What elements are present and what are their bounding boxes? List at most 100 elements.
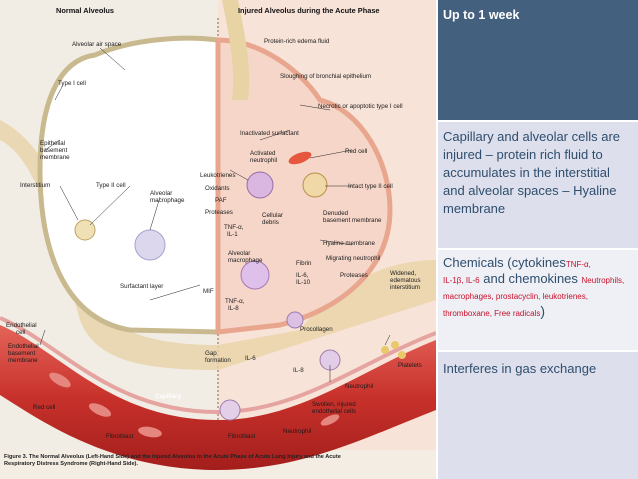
label-il6-il10-2: IL-10 [296,279,311,286]
alveolar-macrophage [134,229,166,261]
chemicals-cell: Chemicals (cytokinesTNF-α, IL-1β, IL-6 a… [438,250,638,350]
label-il6-il10-1: IL-6, [296,272,309,279]
chemicals-lead: Chemicals (cytokines [443,255,566,270]
description-cell: Capillary and alveolar cells are injured… [438,122,638,248]
capillary-wall [0,316,436,415]
cytokines-b: IL-1β, IL-6 [443,276,480,285]
label-gap-formation-2: formation [205,357,231,364]
chemicals-text: Chemicals (cytokinesTNF-α, IL-1β, IL-6 a… [443,255,633,320]
label-procollagen: Procollagen [300,326,333,333]
label-alveolar-air-space: Alveolar air space [72,41,122,48]
label-il6: IL-6 [245,355,256,362]
label-necrotic-type1: Necrotic or apoptotic type I cell [318,103,403,110]
label-swollen-2: endothelial cells [312,408,357,415]
capillary-vessel [0,325,436,470]
label-fibroblast-right: Fibroblast [228,433,256,440]
label-alveolar-macrophage-2: macrophage [150,197,185,204]
label-widened-2: edematous [390,277,421,284]
red-cell [49,372,71,388]
label-widened-1: Widened, [390,270,417,277]
label-alv-macrophage-injured-1: Alveolar [228,250,251,257]
diagram-artwork [0,0,436,470]
label-interstitium: Interstitium [20,182,51,189]
label-oxidants: Oxidants [205,185,230,192]
close-paren: ) [540,303,546,319]
label-neutrophil-right: Neutrophil [345,383,374,390]
label-fibrin: Fibrin [296,260,312,267]
chemokines-label: and chemokines [479,271,578,286]
label-alveolar-macrophage-1: Alveolar [150,190,173,197]
injured-alveolus-header: Injured Alveolus during the Acute Phase [238,6,380,15]
label-fibroblast-left: Fibroblast [106,433,134,440]
label-neutrophil-bottom: Neutrophil [283,428,312,435]
figure-caption: Figure 3. The Normal Alveolus (Left-Hand… [4,454,434,478]
label-epithelial-bm-1: Epithelial [40,140,66,147]
label-capillary: Capillary [155,393,182,400]
label-surfactant-layer: Surfactant layer [120,283,164,290]
label-red-cell-bottom: Red cell [33,404,56,411]
label-cellular-debris-2: debris [262,219,279,226]
label-intact-type2: Intact type II cell [348,183,393,190]
label-proteases-left: Proteases [205,209,233,216]
label-hyaline-membrane: Hyaline membrane [323,240,375,247]
label-endothelial-bm-1: Endothelial [8,343,39,350]
normal-air-space [37,35,221,335]
caption-line-2: Respiratory Distress Syndrome (Right-Han… [4,461,138,467]
description-text: Capillary and alveolar cells are injured… [443,129,621,216]
label-leukotrienes: Leukotrienes [200,172,236,179]
label-activated-neutrophil-1: Activated [250,150,276,157]
gas-exchange-text: Interferes in gas exchange [443,361,597,376]
label-epithelial-bm-3: membrane [40,154,70,161]
label-denuded-bm-2: basement membrane [323,217,382,224]
red-cell [138,426,162,438]
label-sloughing: Sloughing of bronchial epithelium [280,73,372,80]
label-endothelial-cell-1: Endothelial [6,322,37,329]
phase-cell: Up to 1 week [438,0,638,120]
label-tnf-il8-1: TNF-α, [225,298,245,305]
label-red-cell-top: Red cell [345,148,368,155]
label-widened-3: interstitium [390,284,420,291]
intact-type2-cell [302,172,328,198]
label-inactivated-surfactant: Inactivated surfactant [240,130,299,137]
summary-table: Up to 1 week Capillary and alveolar cell… [436,0,638,479]
label-endothelial-bm-2: basement [8,350,36,357]
label-activated-neutrophil-2: neutrophil [250,157,278,164]
label-proteases-right: Proteases [340,272,368,279]
cytokines-a: TNF-α, [565,260,591,269]
platelet [381,346,389,354]
platelet [391,341,399,349]
bronchiole [222,0,250,100]
phase-label: Up to 1 week [443,8,520,22]
label-protein-rich-edema: Protein-rich edema fluid [264,38,330,45]
platelet [398,351,406,359]
leader-lines [39,47,391,382]
label-tnf-il1-1: TNF-α, [224,224,244,231]
normal-alveolus-header: Normal Alveolus [56,6,115,15]
neutrophil [286,311,304,329]
label-cellular-debris-1: Cellular [262,212,283,219]
label-type1-cell: Type I cell [58,80,86,87]
red-cell [88,403,112,417]
label-tnf-il1-2: IL-1 [227,231,238,238]
label-mif: MIF [203,288,214,295]
activated-neutrophil [246,171,274,199]
label-swollen-1: Swollen, injured [312,401,356,408]
label-alv-macrophage-injured-2: macrophage [228,257,263,264]
label-gap-formation-1: Gap [205,350,217,357]
label-denuded-bm-1: Denuded [323,210,349,217]
label-epithelial-bm-2: basement [40,147,68,154]
label-type2-cell: Type II cell [96,182,126,189]
red-cell [288,151,312,165]
label-endothelial-bm-3: membrane [8,357,38,364]
injured-macrophage [240,260,270,290]
gas-exchange-cell: Interferes in gas exchange [438,352,638,479]
red-cell [320,414,340,426]
caption-line-1: Figure 3. The Normal Alveolus (Left-Hand… [4,454,341,460]
label-platelets: Platelets [398,362,422,369]
cells-list: Neutrophils, macrophages, prostacyclin, … [443,276,625,318]
label-paf: PAF [215,197,227,204]
label-tnf-il8-2: IL-8 [228,305,239,312]
alveolus-diagram: Normal Alveolus Injured Alveolus during … [0,0,436,479]
label-endothelial-cell-2: cell [16,329,26,336]
label-il8: IL-8 [293,367,304,374]
